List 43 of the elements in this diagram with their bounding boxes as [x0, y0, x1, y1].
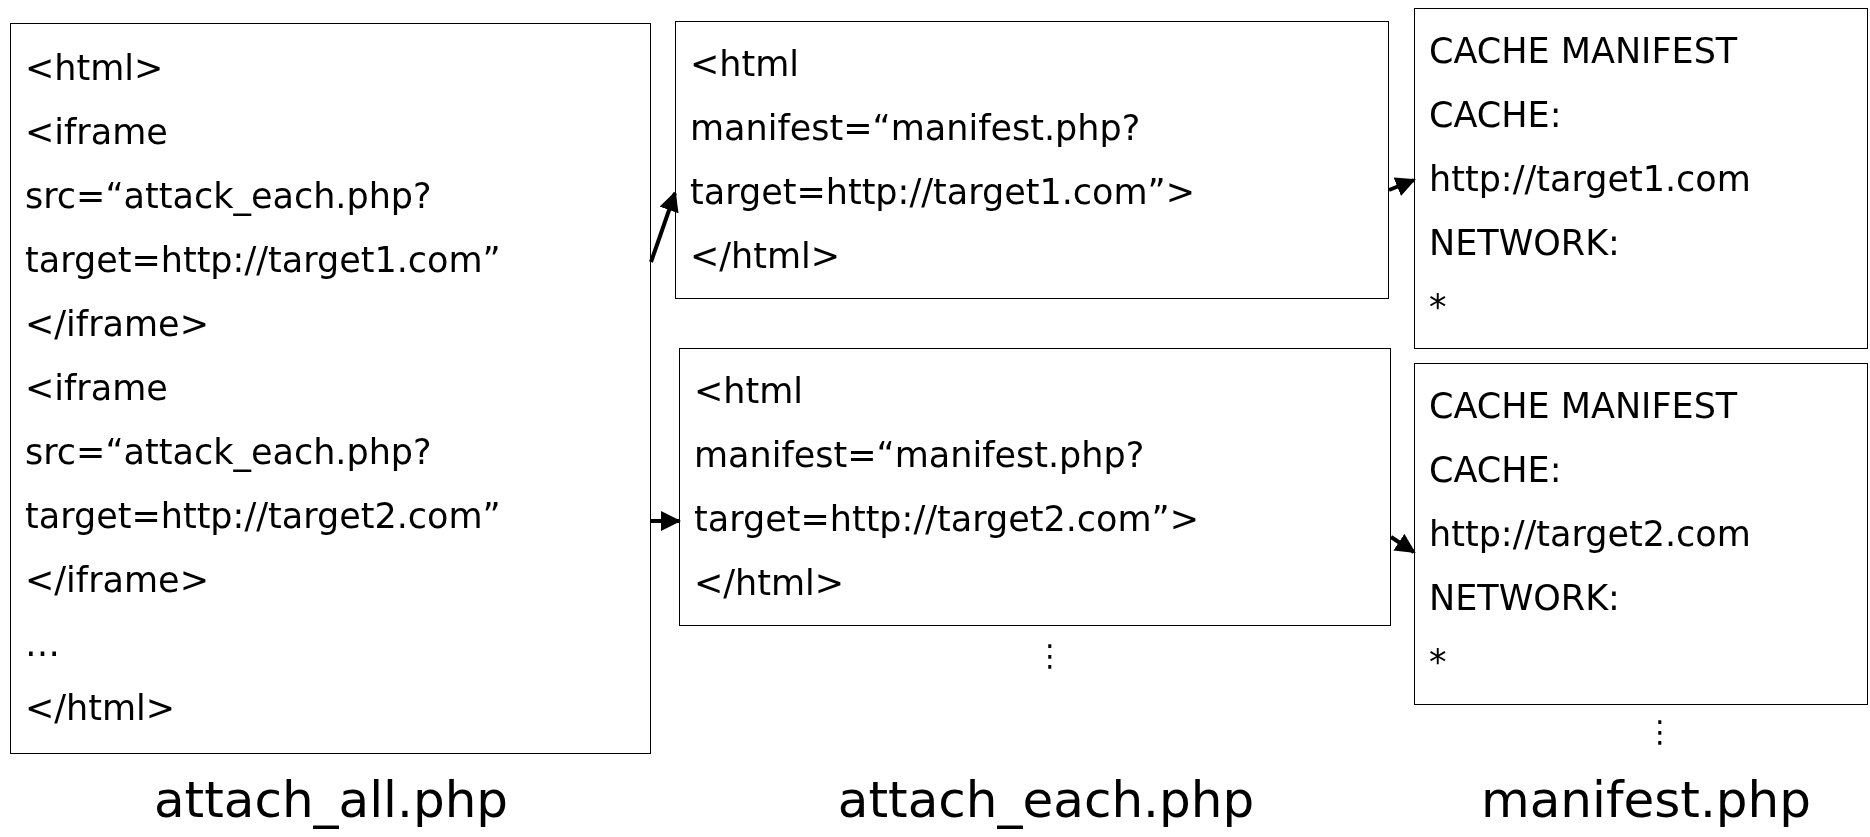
- code-box: [675, 21, 1389, 299]
- code-line: *: [1429, 641, 1447, 684]
- file-name-caption: manifest.php: [1481, 770, 1811, 830]
- code-line: target=http://target1.com”: [25, 239, 501, 282]
- code-line: <iframe: [25, 367, 168, 410]
- code-line: CACHE MANIFEST: [1429, 385, 1738, 428]
- arrow: [1389, 533, 1416, 554]
- code-line: target=http://target2.com”>: [694, 498, 1199, 541]
- code-line: </iframe>: [25, 303, 209, 346]
- arrow: [1388, 177, 1416, 196]
- vertical-ellipsis: ⋮: [1035, 637, 1065, 675]
- code-line: NETWORK:: [1429, 222, 1620, 265]
- code-box: [679, 348, 1391, 626]
- code-line: CACHE:: [1429, 449, 1562, 492]
- code-line: …: [25, 623, 60, 666]
- code-line: </html>: [690, 235, 841, 278]
- code-box: [1414, 363, 1868, 705]
- vertical-ellipsis: ⋮: [1645, 713, 1675, 751]
- arrow: [651, 511, 681, 531]
- file-name-caption: attach_all.php: [153, 770, 509, 830]
- code-line: manifest=“manifest.php?: [690, 107, 1141, 150]
- code-line: <html: [690, 43, 800, 86]
- code-box: [10, 23, 651, 754]
- file-name-caption: attach_each.php: [837, 770, 1255, 830]
- code-line: http://target2.com: [1429, 513, 1751, 556]
- code-line: NETWORK:: [1429, 577, 1620, 620]
- code-line: </iframe>: [25, 559, 209, 602]
- code-line: src=“attack_each.php?: [25, 431, 432, 474]
- code-line: <iframe: [25, 111, 168, 154]
- code-line: CACHE:: [1429, 94, 1562, 137]
- arrow: [649, 191, 679, 263]
- code-line: <html>: [25, 47, 164, 90]
- code-line: src=“attack_each.php?: [25, 175, 432, 218]
- code-line: *: [1429, 286, 1447, 329]
- code-line: <html: [694, 370, 804, 413]
- code-line: </html>: [694, 562, 845, 605]
- code-line: target=http://target1.com”>: [690, 171, 1195, 214]
- code-line: CACHE MANIFEST: [1429, 30, 1738, 73]
- code-box: [1414, 8, 1868, 349]
- code-line: http://target1.com: [1429, 158, 1751, 201]
- code-line: </html>: [25, 687, 176, 730]
- code-line: target=http://target2.com”: [25, 495, 501, 538]
- code-line: manifest=“manifest.php?: [694, 434, 1145, 477]
